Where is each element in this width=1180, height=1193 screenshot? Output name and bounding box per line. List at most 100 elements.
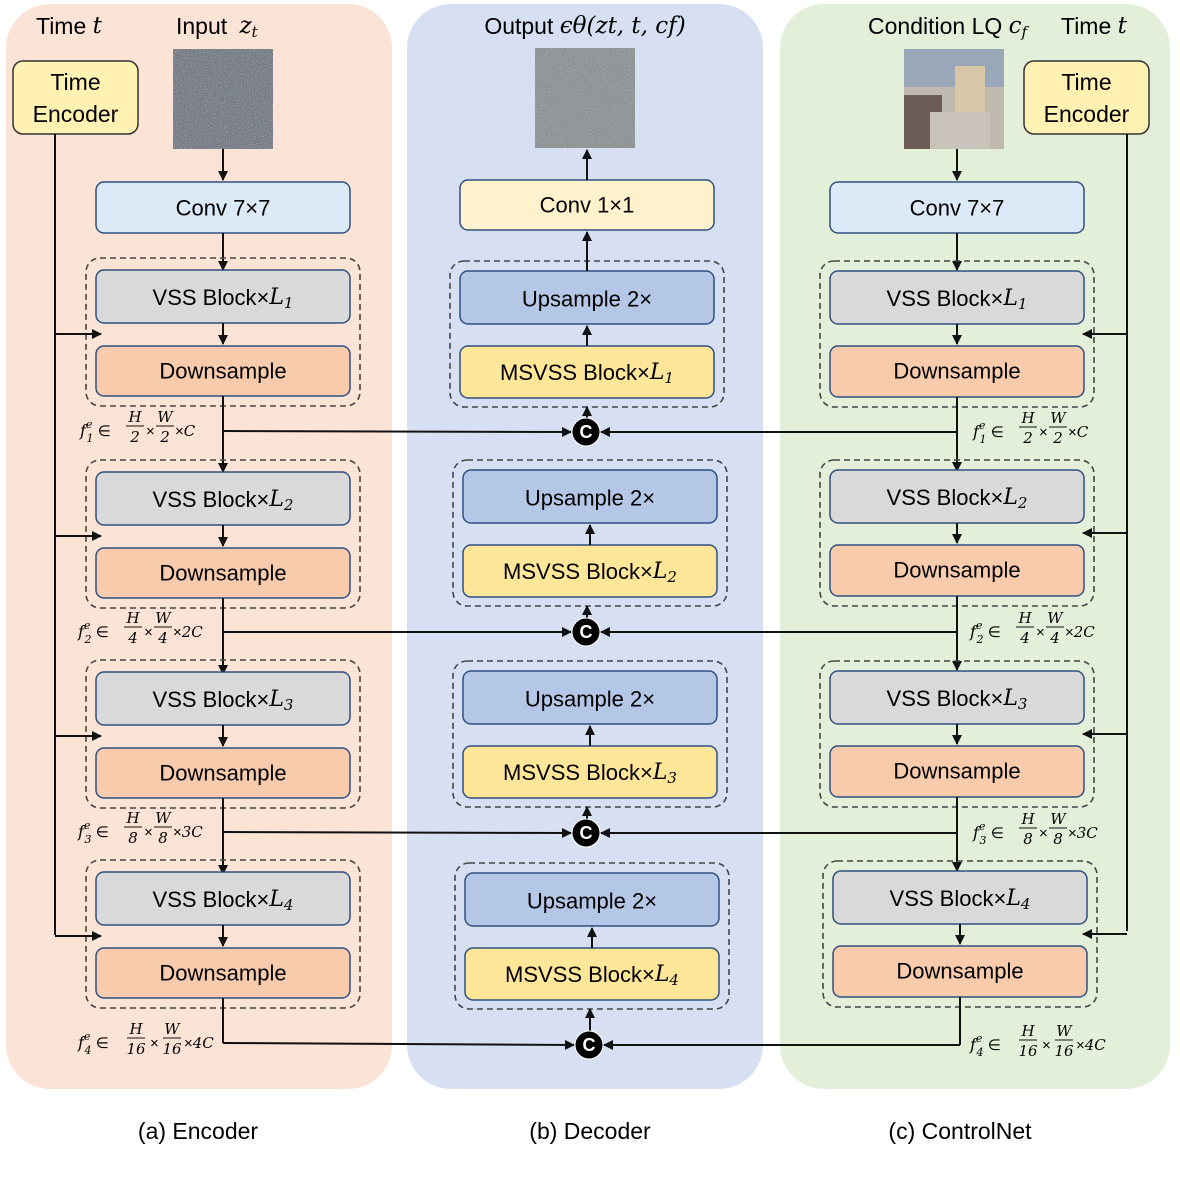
channel-count: ×C	[175, 422, 196, 440]
fraction-numerator: H	[1020, 409, 1035, 427]
fraction-numerator: W	[1050, 810, 1067, 828]
vss-block-label: VSS Block×L4	[153, 887, 294, 915]
encoder-conv-label: Conv 7×7	[176, 196, 271, 221]
fraction-numerator: H	[1017, 609, 1032, 627]
channel-count: ×4C	[184, 1034, 214, 1052]
msvss-block-label: MSVSS Block×L3	[503, 760, 677, 788]
fraction-denominator: 8	[158, 829, 168, 847]
fraction-denominator: 2	[1022, 429, 1033, 447]
fraction-numerator: H	[1020, 810, 1035, 828]
upsample-box	[462, 469, 718, 524]
fraction-denominator: 4	[1049, 629, 1060, 647]
fraction-numerator: W	[155, 609, 172, 627]
channel-count: ×3C	[1068, 824, 1098, 842]
fraction-numerator: H	[125, 609, 140, 627]
times-sign: ×	[1042, 1037, 1051, 1054]
encoder-skip-connection	[222, 827, 572, 838]
vss-block-label: VSS Block×L4	[890, 886, 1031, 914]
noisy-input-image	[173, 49, 273, 149]
times-sign: ×	[1039, 424, 1048, 441]
fraction-numerator: W	[155, 809, 172, 827]
time-encoder-label-line1: Time	[50, 69, 100, 95]
fraction-denominator: 8	[1053, 830, 1063, 848]
time-encoder-label-line2: Encoder	[1044, 101, 1130, 127]
times-sign: ×	[1039, 825, 1048, 842]
msvss-block-label: MSVSS Block×L2	[503, 559, 677, 587]
times-sign: ×	[144, 824, 153, 841]
fraction-denominator: 4	[1019, 629, 1030, 647]
times-sign: ×	[1036, 624, 1045, 641]
downsample-label: Downsample	[159, 359, 286, 384]
downsample-label: Downsample	[159, 761, 286, 786]
vss-block-label: VSS Block×L2	[887, 485, 1028, 513]
upsample-box	[462, 670, 718, 725]
decoder-output-title: Output ϵθ(zt, t, cf)	[484, 13, 685, 39]
fraction-denominator: 16	[126, 1040, 146, 1058]
fraction-denominator: 16	[1018, 1042, 1038, 1060]
encoder-skip-connection	[222, 1039, 575, 1050]
fraction-numerator: W	[157, 408, 174, 426]
vss-block-label: VSS Block×L1	[153, 285, 294, 313]
time-encoder-box	[1023, 60, 1150, 135]
fraction-numerator: W	[1056, 1022, 1073, 1040]
fraction-numerator: W	[164, 1020, 181, 1038]
controlnet-caption: (c) ControlNet	[888, 1118, 1032, 1144]
downsample-label: Downsample	[893, 359, 1020, 384]
vss-block-label: VSS Block×L3	[887, 686, 1028, 714]
encoder-panel	[6, 4, 392, 1089]
channel-count: ×2C	[1065, 623, 1095, 641]
upsample-box	[464, 872, 720, 927]
times-sign: ×	[144, 624, 153, 641]
times-sign: ×	[150, 1035, 159, 1052]
encoder-skip-connection	[222, 426, 572, 437]
fraction-denominator: 4	[127, 629, 138, 647]
upsample-label: Upsample 2×	[527, 889, 657, 914]
downsample-label: Downsample	[896, 959, 1023, 984]
channel-count: ×2C	[173, 623, 203, 641]
fraction-numerator: H	[127, 408, 142, 426]
fraction-numerator: W	[1047, 609, 1064, 627]
fraction-denominator: 8	[1023, 830, 1033, 848]
fraction-denominator: 16	[1054, 1042, 1074, 1060]
time-encoder-label-line2: Encoder	[33, 101, 119, 127]
fraction-denominator: 2	[159, 428, 170, 446]
msvss-block-label: MSVSS Block×L4	[505, 962, 679, 990]
encoder-time-title: Time t	[36, 13, 103, 39]
fraction-numerator: W	[1050, 409, 1067, 427]
fraction-numerator: H	[125, 809, 140, 827]
vss-block-label: VSS Block×L3	[153, 687, 294, 715]
fraction-denominator: 2	[1052, 429, 1063, 447]
time-encoder-label-line1: Time	[1061, 69, 1111, 95]
downsample-label: Downsample	[893, 759, 1020, 784]
time-encoder-box	[12, 60, 139, 135]
upsample-label: Upsample 2×	[522, 287, 652, 312]
upsample-label: Upsample 2×	[525, 687, 655, 712]
downsample-label: Downsample	[159, 561, 286, 586]
decoder-caption: (b) Decoder	[529, 1118, 651, 1144]
vss-block-label: VSS Block×L2	[153, 487, 294, 515]
controlnet-time-title: Time t	[1061, 13, 1128, 39]
encoder-input-title: Input zt	[176, 13, 259, 41]
channel-count: ×4C	[1076, 1036, 1106, 1054]
concat-symbol: C	[580, 422, 593, 442]
controlnet-conv-label: Conv 7×7	[910, 196, 1005, 221]
times-sign: ×	[146, 423, 155, 440]
fraction-numerator: H	[128, 1020, 143, 1038]
low-quality-condition-image	[904, 49, 1004, 149]
fraction-numerator: H	[1020, 1022, 1035, 1040]
controlnet-condition-title: Condition LQ cf	[868, 13, 1030, 41]
